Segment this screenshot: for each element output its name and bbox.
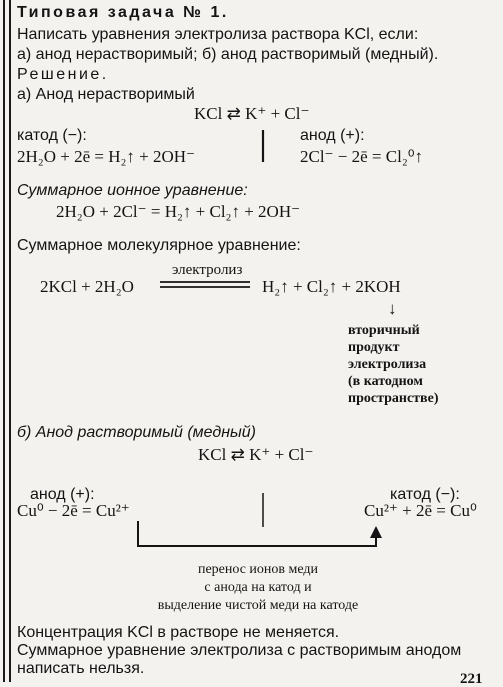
part-a-cathode-label: катод (−): (17, 127, 87, 144)
note-line: вторичный (348, 323, 420, 338)
task-line-2: а) анод нерастворимый; б) анод растворим… (17, 46, 439, 63)
note-line: (в катодном (348, 374, 423, 389)
note-line: выделение чистой меди на катоде (157, 598, 359, 613)
transfer-bracket (137, 521, 377, 547)
solution-heading: Решение. (17, 66, 109, 83)
part-b-cathode-equation: Cu²⁺ + 2ē = Cu⁰ (364, 501, 477, 520)
part-b-title: б) Анод растворимый (медный) (17, 424, 257, 441)
part-b-anode-label: анод (+): (30, 486, 95, 503)
molecular-equation-title: Суммарное молекулярное уравнение: (17, 237, 301, 254)
conclusion-line-2: Суммарное уравнение электролиза с раство… (17, 642, 462, 659)
electrolysis-label: электролиз (172, 262, 243, 278)
part-a-anode-equation: 2Cl⁻ − 2ē = Cl₂⁰↑ (300, 147, 424, 166)
margin-rule-right (9, 0, 11, 682)
part-a-cathode-equation: 2H₂O + 2ē = H₂↑ + 2OH⁻ (17, 147, 196, 166)
molecular-equation-left: 2KCl + 2H₂O (40, 277, 134, 296)
margin-rule-left (3, 0, 5, 682)
ion-transfer-note: перенос ионов меди с анода на катод и вы… (120, 561, 396, 615)
note-line: электролиза (348, 357, 427, 372)
conclusion-line-1: Концентрация KCl в растворе не меняется. (17, 624, 340, 641)
ionic-equation: 2H₂O + 2Cl⁻ = H₂↑ + Cl₂↑ + 2OH⁻ (56, 202, 301, 221)
note-line: перенос ионов меди (197, 562, 319, 577)
secondary-product-note: вторичный продукт электролиза (в катодно… (348, 322, 439, 407)
part-a-dissociation: KCl ⇄ K⁺ + Cl⁻ (194, 104, 310, 123)
part-b-anode-equation: Cu⁰ − 2ē = Cu²⁺ (17, 501, 130, 520)
task-line-1: Написать уравнения электролиза раствора … (17, 26, 419, 43)
problem-heading: Типовая задача № 1. (17, 4, 229, 21)
part-a-anode-label: анод (+): (300, 127, 365, 144)
part-a-title: а) Анод нерастворимый (17, 86, 195, 103)
transfer-arrowhead (370, 526, 382, 538)
note-line: пространстве) (348, 391, 439, 406)
part-b-cathode-label: катод (−): (390, 486, 460, 503)
conclusion-line-3: написать нельзя. (17, 660, 145, 677)
molecular-equation-right: H₂↑ + Cl₂↑ + 2KOH (262, 277, 401, 296)
ionic-equation-title: Суммарное ионное уравнение: (17, 182, 248, 199)
note-line: с анода на катод и (204, 580, 312, 595)
down-arrow: ↓ (388, 299, 397, 318)
note-line: продукт (348, 340, 400, 355)
part-b-dissociation: KCl ⇄ K⁺ + Cl⁻ (198, 445, 314, 464)
